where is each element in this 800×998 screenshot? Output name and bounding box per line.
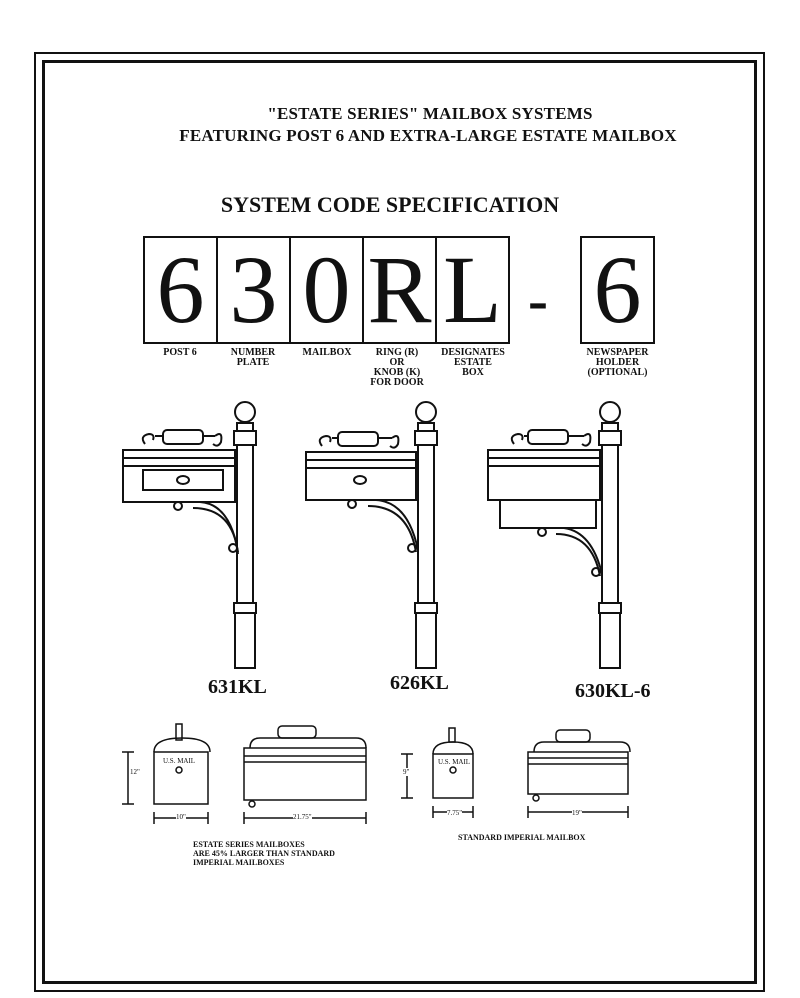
caption-newspaper: NEWSPAPER HOLDER (OPTIONAL) xyxy=(586,347,649,378)
caption-number-plate: NUMBER PLATE xyxy=(230,347,276,368)
model-label-630kl-6: 630KL-6 xyxy=(575,680,651,702)
code-char-estate: L xyxy=(435,236,510,344)
standard-note: STANDARD IMPERIAL MAILBOX xyxy=(458,833,586,842)
estate-note: ESTATE SERIES MAILBOXES ARE 45% LARGER T… xyxy=(193,840,335,867)
caption-mailbox: MAILBOX xyxy=(302,347,352,358)
estate-front-label: U.S. MAIL xyxy=(163,757,196,765)
spec-title: SYSTEM CODE SPECIFICATION xyxy=(220,192,560,217)
estate-depth-dim: 21.75" xyxy=(293,813,312,821)
outer-border xyxy=(34,52,765,992)
code-char-number-plate: 3 xyxy=(216,236,291,344)
standard-depth-dim: 19" xyxy=(572,809,582,817)
code-char-ring-knob: R xyxy=(362,236,437,344)
mailbox-631kl-illustration xyxy=(122,401,257,669)
mailbox-630kl-6-illustration xyxy=(487,401,622,669)
code-dash: - xyxy=(528,267,548,333)
caption-post: POST 6 xyxy=(163,347,197,358)
estate-height-dim: 12" xyxy=(130,768,140,776)
mailbox-626kl-illustration xyxy=(305,401,438,669)
model-label-626kl: 626KL xyxy=(390,672,449,694)
standard-height-dim: 9" xyxy=(403,768,410,776)
caption-estate: DESIGNATES ESTATE BOX xyxy=(441,347,505,378)
code-char-newspaper: 6 xyxy=(580,236,655,344)
standard-front-label: U.S. MAIL xyxy=(438,758,471,766)
inner-border xyxy=(42,60,757,984)
estate-side-view xyxy=(243,725,367,824)
code-char-mailbox: 0 xyxy=(289,236,364,344)
caption-ring-knob: RING (R) OR KNOB (K) FOR DOOR xyxy=(370,347,424,388)
standard-side-view xyxy=(527,729,631,818)
estate-front-view xyxy=(122,723,211,824)
code-char-post: 6 xyxy=(143,236,218,344)
model-label-631kl: 631KL xyxy=(208,676,267,698)
header-line-2: FEATURING POST 6 AND EXTRA-LARGE ESTATE … xyxy=(179,126,677,145)
header-line-1: "ESTATE SERIES" MAILBOX SYSTEMS xyxy=(267,104,593,123)
estate-width-dim: 10" xyxy=(176,813,186,821)
standard-front-view xyxy=(401,727,474,818)
standard-width-dim: 7.75" xyxy=(447,809,463,817)
